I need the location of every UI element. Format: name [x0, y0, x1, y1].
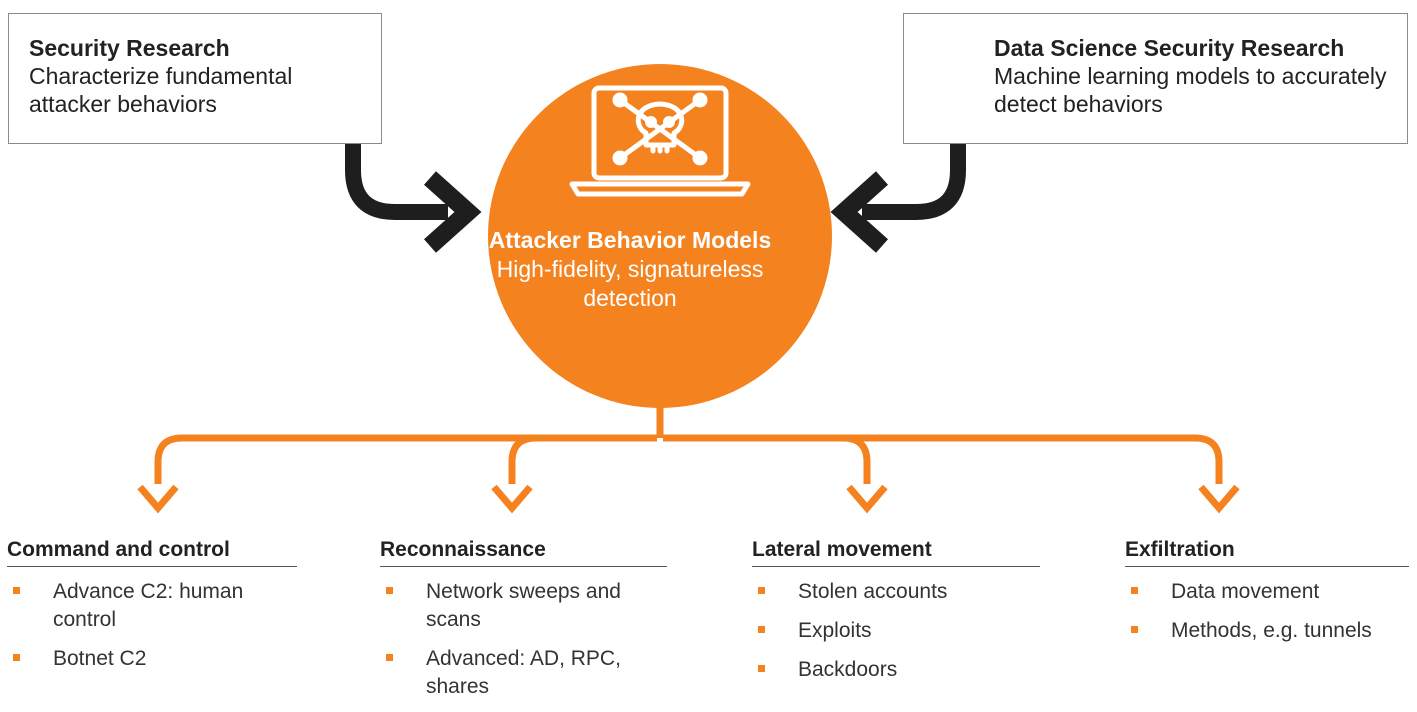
bullet-list: Stolen accounts Exploits Backdoors	[752, 578, 1040, 684]
list-item: Methods, e.g. tunnels	[1125, 617, 1409, 645]
center-title: Attacker Behavior Models	[488, 227, 772, 253]
list-item-text: Botnet C2	[53, 647, 147, 670]
right-connector-line	[862, 120, 966, 220]
attacker-behavior-models-circle	[488, 64, 832, 408]
list-item-text: Advanced: AD, RPC, shares	[426, 647, 621, 698]
data-science-research-title: Data Science Security Research	[994, 35, 1345, 61]
list-item: Stolen accounts	[752, 578, 1040, 606]
category-command-and-control: Command and control Advance C2: human co…	[7, 536, 297, 673]
list-item: Exploits	[752, 617, 1040, 645]
center-label: Attacker Behavior Models High-fidelity, …	[480, 226, 780, 313]
list-item: Network sweeps and scans	[380, 578, 667, 634]
list-item: Backdoors	[752, 656, 1040, 684]
arrowhead-lateral-movement	[846, 484, 888, 514]
category-title: Exfiltration	[1125, 536, 1409, 567]
bullet-list: Advance C2: human control Botnet C2	[7, 578, 297, 673]
arrowhead-reconnaissance	[491, 484, 533, 514]
bullet-square-icon	[13, 587, 20, 594]
left-connector-line	[345, 120, 448, 220]
branch-reconnaissance	[508, 434, 657, 484]
list-item: Advance C2: human control	[7, 578, 297, 634]
branch-arrowheads	[137, 484, 1240, 514]
list-item-text: Network sweeps and scans	[426, 580, 621, 631]
arrowhead-command-and-control	[137, 484, 179, 514]
bullet-list: Network sweeps and scans Advanced: AD, R…	[380, 578, 667, 701]
bullet-square-icon	[758, 587, 765, 594]
list-item: Advanced: AD, RPC, shares	[380, 645, 667, 701]
list-item-text: Backdoors	[798, 658, 898, 681]
security-research-title: Security Research	[29, 35, 230, 61]
bullet-square-icon	[1131, 587, 1138, 594]
security-research-box: Security Research Characterize fundament…	[8, 13, 382, 144]
category-exfiltration: Exfiltration Data movement Methods, e.g.…	[1125, 536, 1409, 645]
branch-exfiltration	[663, 434, 1223, 484]
category-lateral-movement: Lateral movement Stolen accounts Exploit…	[752, 536, 1040, 684]
security-research-description: Characterize fundamental attacker behavi…	[29, 63, 293, 117]
bullet-square-icon	[13, 654, 20, 661]
arrowhead-exfiltration	[1198, 484, 1240, 514]
category-reconnaissance: Reconnaissance Network sweeps and scans …	[380, 536, 667, 701]
category-title: Reconnaissance	[380, 536, 667, 567]
list-item-text: Methods, e.g. tunnels	[1171, 619, 1372, 642]
category-title: Command and control	[7, 536, 297, 567]
list-item-text: Data movement	[1171, 580, 1320, 603]
list-item-text: Stolen accounts	[798, 580, 948, 603]
list-item-text: Advance C2: human control	[53, 580, 244, 631]
branch-connectors	[154, 385, 1223, 484]
list-item: Data movement	[1125, 578, 1409, 606]
data-science-research-description: Machine learning models to accurately de…	[994, 63, 1387, 117]
laptop-skull-crossbones-icon	[569, 85, 751, 197]
right-connector-chevron	[830, 171, 889, 253]
left-connector-chevron	[423, 171, 482, 253]
category-title: Lateral movement	[752, 536, 1040, 567]
bullet-square-icon	[1131, 626, 1138, 633]
bullet-square-icon	[758, 665, 765, 672]
bullet-list: Data movement Methods, e.g. tunnels	[1125, 578, 1409, 645]
list-item: Botnet C2	[7, 645, 297, 673]
branch-command-and-control	[154, 434, 657, 484]
data-science-research-box: Data Science Security Research Machine l…	[903, 13, 1408, 144]
bullet-square-icon	[386, 654, 393, 661]
bullet-square-icon	[386, 587, 393, 594]
center-subtitle: High-fidelity, signatureless detection	[496, 256, 764, 311]
list-item-text: Exploits	[798, 619, 872, 642]
bullet-square-icon	[758, 626, 765, 633]
branch-lateral-movement	[663, 434, 871, 484]
